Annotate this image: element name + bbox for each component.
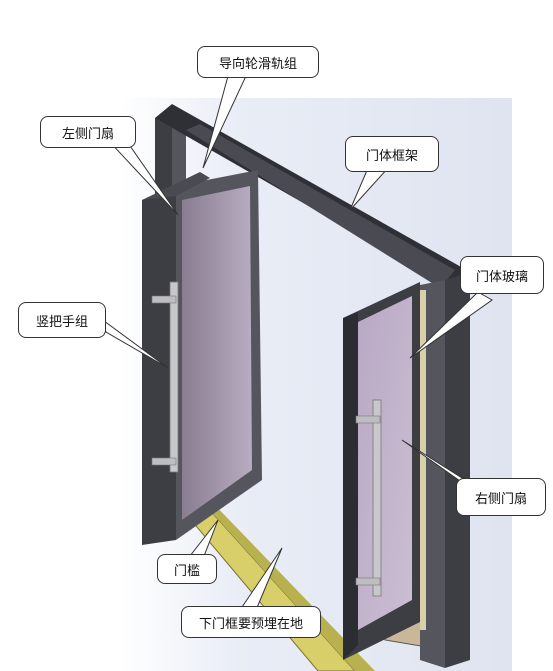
label-left-leaf: 左侧门扇 xyxy=(40,116,136,148)
label-door-frame: 门体框架 xyxy=(345,136,439,172)
frame-top-beam-front xyxy=(186,124,455,288)
right-handle-mount-top xyxy=(355,415,381,424)
left-leaf-frame xyxy=(142,186,176,545)
frame-right-post-inner xyxy=(420,280,445,668)
left-handle-mount-top xyxy=(151,295,177,304)
label-vertical-handle: 竖把手组 xyxy=(18,302,106,338)
left-handle-bar xyxy=(169,281,179,473)
frame-right-post-light xyxy=(420,290,426,630)
label-threshold: 门槛 xyxy=(157,554,217,584)
label-right-leaf: 右侧门扇 xyxy=(456,478,546,516)
label-lower-frame-embedded: 下门框要预埋在地 xyxy=(181,606,321,638)
threshold-strip-side xyxy=(196,495,375,671)
right-handle-mount-bottom xyxy=(355,577,381,586)
left-handle-mount-bottom xyxy=(151,457,177,466)
right-leaf-glass xyxy=(358,296,412,630)
pointer-door-glass xyxy=(409,291,493,359)
frame-right-post xyxy=(445,272,470,668)
right-handle-bar xyxy=(372,399,382,597)
left-leaf-glass xyxy=(182,186,252,520)
callout-pointers xyxy=(98,75,493,611)
label-guide-rail: 导向轮滑轨组 xyxy=(197,46,319,78)
right-leaf-edge xyxy=(343,312,358,660)
label-door-glass: 门体玻璃 xyxy=(460,256,544,294)
